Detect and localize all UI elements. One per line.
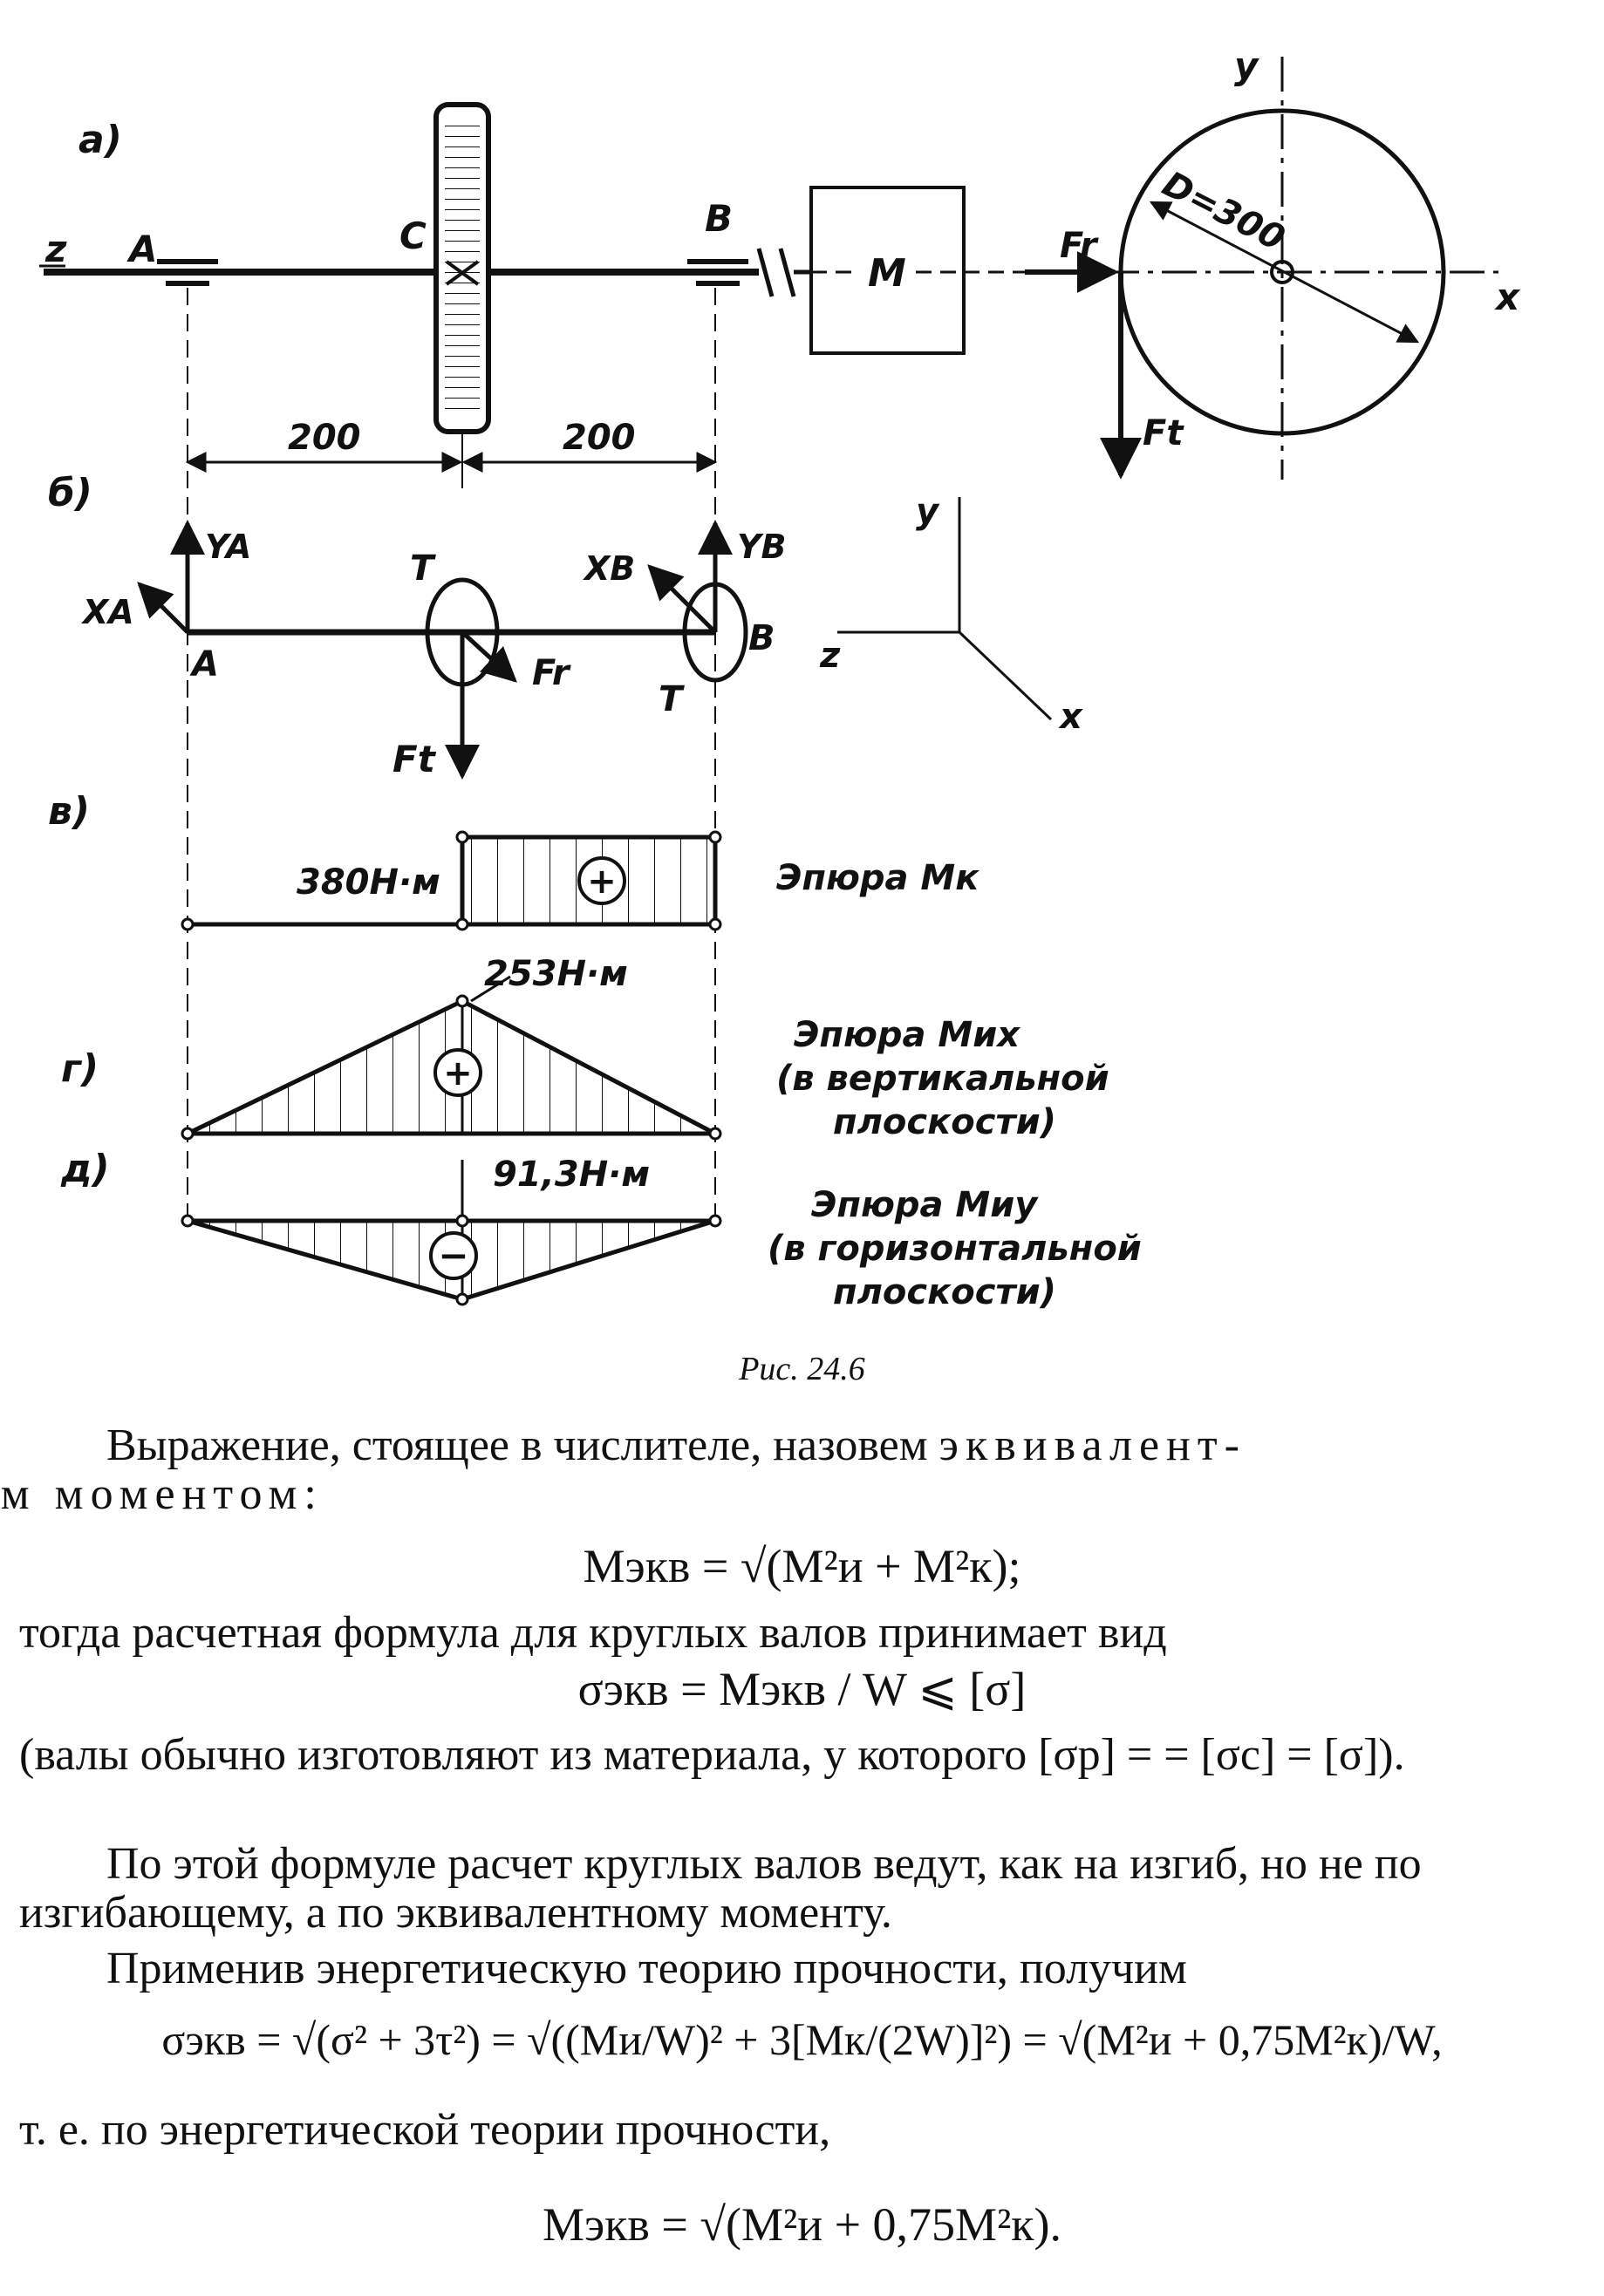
mk-value: 380Н·м: [297, 862, 440, 903]
miy-value: 91,3Н·м: [493, 1155, 650, 1195]
term-equivalent-2: ным моментом: [0, 1469, 304, 1519]
mix-title-2: (в вертикальной: [776, 1059, 1109, 1099]
miy-title-2: (в горизонтальной: [768, 1229, 1142, 1269]
point-A-top: A: [126, 228, 158, 270]
reaction-XA-arrow: [137, 582, 189, 634]
miy-sign: −: [438, 1234, 468, 1277]
paragraph-3: (валы обычно изготовляют из материала, у…: [19, 1730, 1405, 1780]
axis-x-triad: x: [1058, 697, 1083, 737]
torque-C-label: T: [410, 548, 436, 589]
axis-y-triad: y: [916, 492, 940, 532]
mk-diagram: [181, 830, 722, 931]
axis-x-top: x: [1494, 276, 1521, 318]
miy-title-1: Эпюра Mиy: [811, 1185, 1039, 1225]
formula-2: σэкв = Mэкв / W ⩽ [σ]: [577, 1663, 1027, 1715]
dim-right-value: 200: [563, 418, 636, 458]
label-d: д): [60, 1147, 110, 1191]
diameter-label: D=300: [1156, 164, 1291, 259]
motor-box: [809, 186, 966, 355]
mix-title-1: Эпюра Mиx: [794, 1015, 1020, 1055]
term-equivalent-1: эквивалент-: [939, 1421, 1246, 1470]
torque-B: [682, 582, 748, 683]
colon: :: [304, 1469, 317, 1519]
figure-caption: Рис. 24.6: [739, 1351, 865, 1387]
point-B-top: B: [705, 197, 733, 240]
torque-B-label: T: [659, 679, 685, 719]
point-B-beam: B: [748, 618, 775, 658]
engineering-figure: а) z A C B M D=: [39, 44, 1521, 1312]
axes-triad: [837, 497, 1053, 721]
formula-4: Mэкв = √(M²и + 0,75M²к).: [543, 2198, 1061, 2251]
label-b: б): [48, 471, 92, 515]
axis-z-triad: z: [819, 636, 841, 676]
miy-diagram: [181, 1160, 722, 1306]
bearing-A: [157, 259, 218, 286]
paragraph-6: т. е. по энергетической теории прочности…: [19, 2105, 831, 2155]
mk-title: Эпюра Mк: [776, 858, 979, 898]
force-Fr-beam-arrow: [461, 630, 517, 683]
mk-sign: +: [587, 862, 617, 902]
reaction-YB-label: YB: [737, 528, 786, 566]
reaction-XB-arrow: [647, 564, 717, 634]
force-Ft-beam-label: Ft: [392, 738, 437, 780]
force-Fr-label: Fr: [1060, 226, 1099, 266]
force-Fr-beam-label: Fr: [532, 653, 571, 693]
motor-label: M: [868, 251, 906, 296]
reaction-YA-label: YA: [205, 528, 251, 566]
label-v: в): [48, 789, 90, 834]
paragraph-4: По этой формуле расчет круглых валов вед…: [19, 1839, 1422, 1938]
force-Ft-label: Ft: [1143, 413, 1184, 453]
axis-z-top: z: [44, 228, 67, 270]
reaction-XA-label: XA: [81, 593, 134, 631]
label-g: г): [61, 1046, 99, 1091]
formula-3: σэкв = √(σ² + 3τ²) = √((Mи/W)² + 3[Mк/(2…: [161, 2015, 1443, 2064]
paragraph-1-text: Выражение, стоящее в числителе, назовем: [106, 1421, 928, 1470]
paragraph-1: Выражение, стоящее в числителе, назовем …: [0, 1421, 1585, 1519]
point-C: C: [399, 215, 427, 257]
axis-y-top: y: [1234, 44, 1259, 87]
point-A-beam: A: [189, 644, 219, 685]
label-a: а): [78, 118, 122, 162]
paragraph-2: тогда расчетная формула для круглых вало…: [19, 1608, 1167, 1658]
mix-value: 253Н·м: [484, 954, 628, 994]
paragraph-5: Применив энергетическую теорию прочности…: [106, 1944, 1187, 1993]
dim-left-value: 200: [288, 418, 361, 458]
miy-title-3: плоскости): [833, 1272, 1056, 1312]
shaft-diagram: а) z A C B M D=: [39, 44, 1521, 1312]
mix-title-3: плоскости): [833, 1102, 1056, 1142]
bearing-B: [687, 259, 748, 286]
coupling: [756, 248, 811, 297]
mix-diagram: [181, 975, 722, 1141]
gear-end-view: D=300: [1047, 57, 1500, 480]
formula-1: Mэкв = √(M²и + M²к);: [583, 1540, 1021, 1592]
gear-wheel: [433, 102, 491, 434]
reaction-XB-label: XB: [583, 549, 635, 588]
mix-sign: +: [443, 1053, 473, 1093]
